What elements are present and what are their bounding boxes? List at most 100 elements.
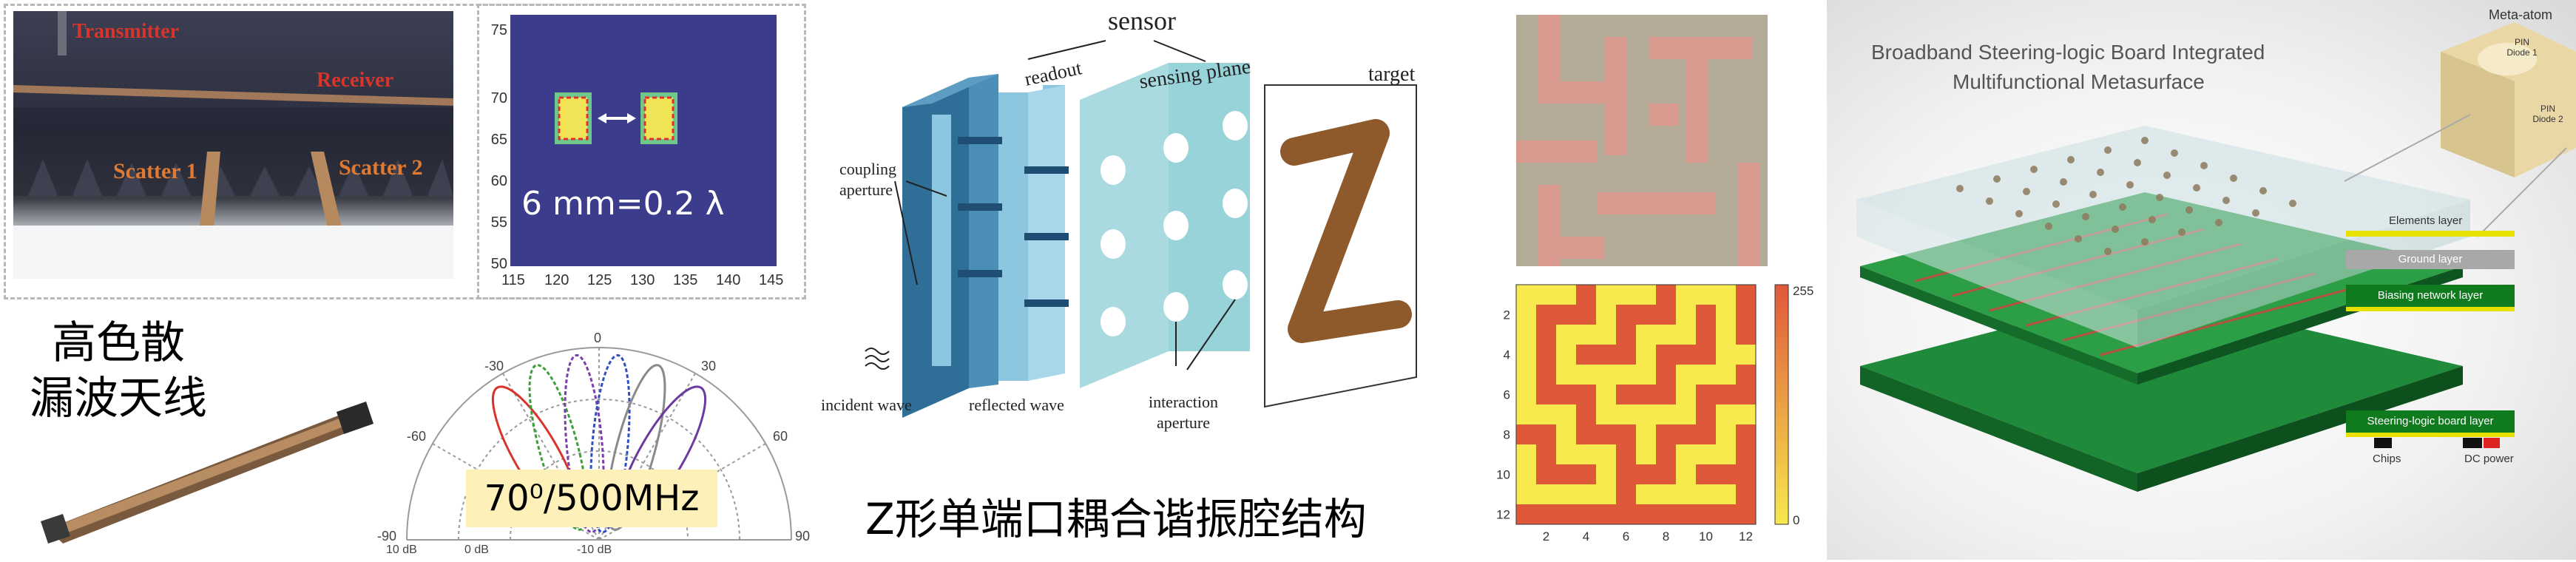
grid-cell xyxy=(1716,444,1736,464)
grid-cell xyxy=(1636,464,1656,484)
grid-cell xyxy=(1656,325,1676,345)
grid-cell xyxy=(1736,385,1756,404)
grid-cell xyxy=(1576,444,1596,464)
antenna-rod-svg xyxy=(41,402,373,544)
metasurface-3d-svg xyxy=(1856,22,2576,492)
grid-cell xyxy=(1576,424,1596,444)
grid-cell xyxy=(1536,305,1556,325)
grid-cell xyxy=(1576,484,1596,504)
label-coupling-aperture: coupling aperture xyxy=(839,160,896,199)
grid-cell xyxy=(1716,484,1736,504)
xtick: 130 xyxy=(630,272,655,288)
grid-cell xyxy=(1596,464,1616,484)
grid-cell xyxy=(1536,444,1556,464)
grid-cell xyxy=(1716,424,1736,444)
grid-cell xyxy=(1616,305,1636,325)
label-ground-layer: Ground layer xyxy=(2398,253,2463,265)
sensor-svg xyxy=(865,40,1417,418)
grid-cell xyxy=(1556,385,1576,404)
grid-cell xyxy=(1616,325,1636,345)
grid-xtick: 2 xyxy=(1543,529,1549,544)
grid-cell xyxy=(1696,444,1716,464)
sensor-diagram: sensor readout sensing plane target coup… xyxy=(821,4,1464,455)
grid-cell xyxy=(1516,424,1536,444)
grid-cell xyxy=(1696,464,1716,484)
grid-cell xyxy=(1676,325,1696,345)
grid-cell xyxy=(1736,285,1756,305)
grid-cell xyxy=(1696,325,1716,345)
grid-cell xyxy=(1696,504,1716,524)
grid-cell xyxy=(1616,444,1636,464)
grid-cell xyxy=(1676,285,1696,305)
grid-cell xyxy=(1676,365,1696,385)
grid-cell xyxy=(1556,444,1576,464)
grid-cell xyxy=(1676,305,1696,325)
grid-cell xyxy=(1736,325,1756,345)
grid-cell xyxy=(1556,325,1576,345)
grid-cell xyxy=(1516,484,1536,504)
z-cavity-caption: Z形单端口耦合谐振腔结构 xyxy=(865,494,1367,544)
polar-label-90: 90 xyxy=(795,529,811,544)
grid-cell xyxy=(1576,305,1596,325)
grid-cell xyxy=(1556,345,1576,365)
grid-cell xyxy=(1556,484,1576,504)
grid-cell xyxy=(1556,464,1576,484)
field-heatmap: 6 mm=0.2 λ xyxy=(510,15,777,266)
label-interaction-aperture: interaction aperture xyxy=(1148,393,1219,432)
label-pin-diode1: PIN Diode 1 xyxy=(2506,37,2538,58)
grid-cell xyxy=(1736,404,1756,424)
grid-cell xyxy=(1516,464,1536,484)
heatmap-annotation: 6 mm=0.2 λ xyxy=(521,185,725,223)
grid-ytick: 10 xyxy=(1496,468,1510,482)
grid-cell xyxy=(1576,464,1596,484)
grid-cell xyxy=(1736,484,1756,504)
grid-cell xyxy=(1696,424,1716,444)
grid-cell xyxy=(1616,385,1636,404)
grid-cell xyxy=(1536,504,1556,524)
grid-frame xyxy=(1515,284,1757,525)
ytick: 75 xyxy=(490,22,507,38)
label-elements-layer: Elements layer xyxy=(2389,214,2463,227)
grid-cell xyxy=(1536,404,1556,424)
grid-cell xyxy=(1516,305,1536,325)
grid-cell xyxy=(1536,285,1556,305)
grid-cell xyxy=(1696,285,1716,305)
grid-cell xyxy=(1516,404,1536,424)
grid-cell xyxy=(1676,345,1696,365)
grid-cell xyxy=(1736,345,1756,365)
grid-cell xyxy=(1716,504,1736,524)
grid-cell xyxy=(1676,385,1696,404)
label-dc-power: DC power xyxy=(2464,453,2514,465)
metasurface-title-line1: Broadband Steering-logic Board Integrate… xyxy=(1871,41,2265,64)
grid-cell xyxy=(1576,365,1596,385)
grid-cell xyxy=(1676,464,1696,484)
grid-ytick: 8 xyxy=(1504,428,1510,442)
grid-cell xyxy=(1636,444,1656,464)
grid-cell xyxy=(1516,285,1536,305)
grid-cell xyxy=(1536,464,1556,484)
grid-cell xyxy=(1596,285,1616,305)
colorbar-max-label: 255 xyxy=(1793,284,1813,298)
grid-cell xyxy=(1596,325,1616,345)
grid-cell xyxy=(1536,365,1556,385)
grid-cell xyxy=(1656,305,1676,325)
grid-cell xyxy=(1576,385,1596,404)
antenna-title-line1: 高色散 xyxy=(52,317,185,369)
grid-cell xyxy=(1696,365,1716,385)
grid-cell xyxy=(1736,365,1756,385)
grid-cell xyxy=(1536,325,1556,345)
polar-label-minus60: -60 xyxy=(407,429,427,444)
metasurface-title-line2: Multifunctional Metasurface xyxy=(1953,70,2205,93)
grid-cell xyxy=(1716,325,1736,345)
label-receiver: Receiver xyxy=(317,69,394,92)
grid-cell xyxy=(1616,504,1636,524)
grid-xtick: 10 xyxy=(1699,529,1713,544)
polar-label-60: 60 xyxy=(773,429,788,444)
grid-cell xyxy=(1716,285,1736,305)
grid-cell xyxy=(1656,444,1676,464)
label-chips: Chips xyxy=(2373,453,2401,465)
grid-cell xyxy=(1656,484,1676,504)
polar-db-10: 10 dB xyxy=(386,544,417,556)
ytick: 55 xyxy=(490,214,507,231)
label-pin-diode2: PIN Diode 2 xyxy=(2532,104,2563,124)
